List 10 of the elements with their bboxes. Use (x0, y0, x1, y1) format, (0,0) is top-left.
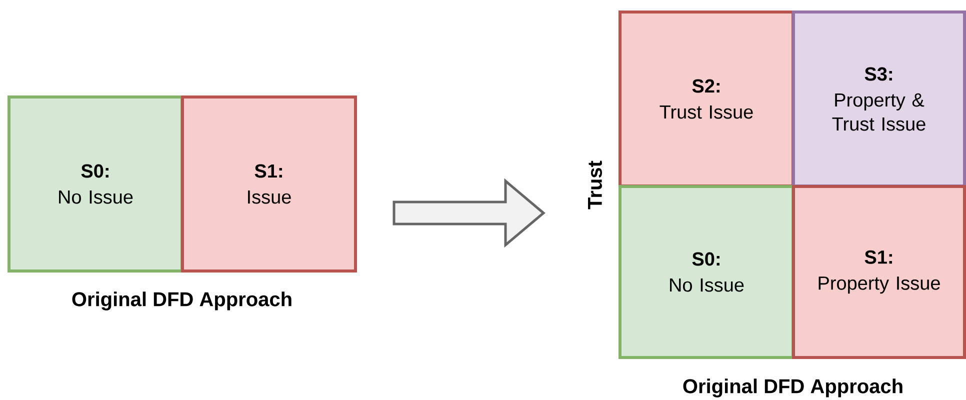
state-box: S1: Issue (181, 96, 357, 272)
state-box: S0: No Issue (8, 96, 184, 272)
state-box: S1: Property Issue (792, 185, 966, 359)
axis-label: Trust (588, 160, 602, 210)
block-arrow (392, 178, 546, 248)
caption: Original DFD Approach (72, 292, 292, 310)
caption: Original DFD Approach (683, 378, 902, 398)
state-box: S2: Trust Issue (618, 10, 794, 188)
state-box: S0: No Issue (618, 185, 794, 359)
state-box: S3: Property & Trust Issue (792, 10, 966, 188)
